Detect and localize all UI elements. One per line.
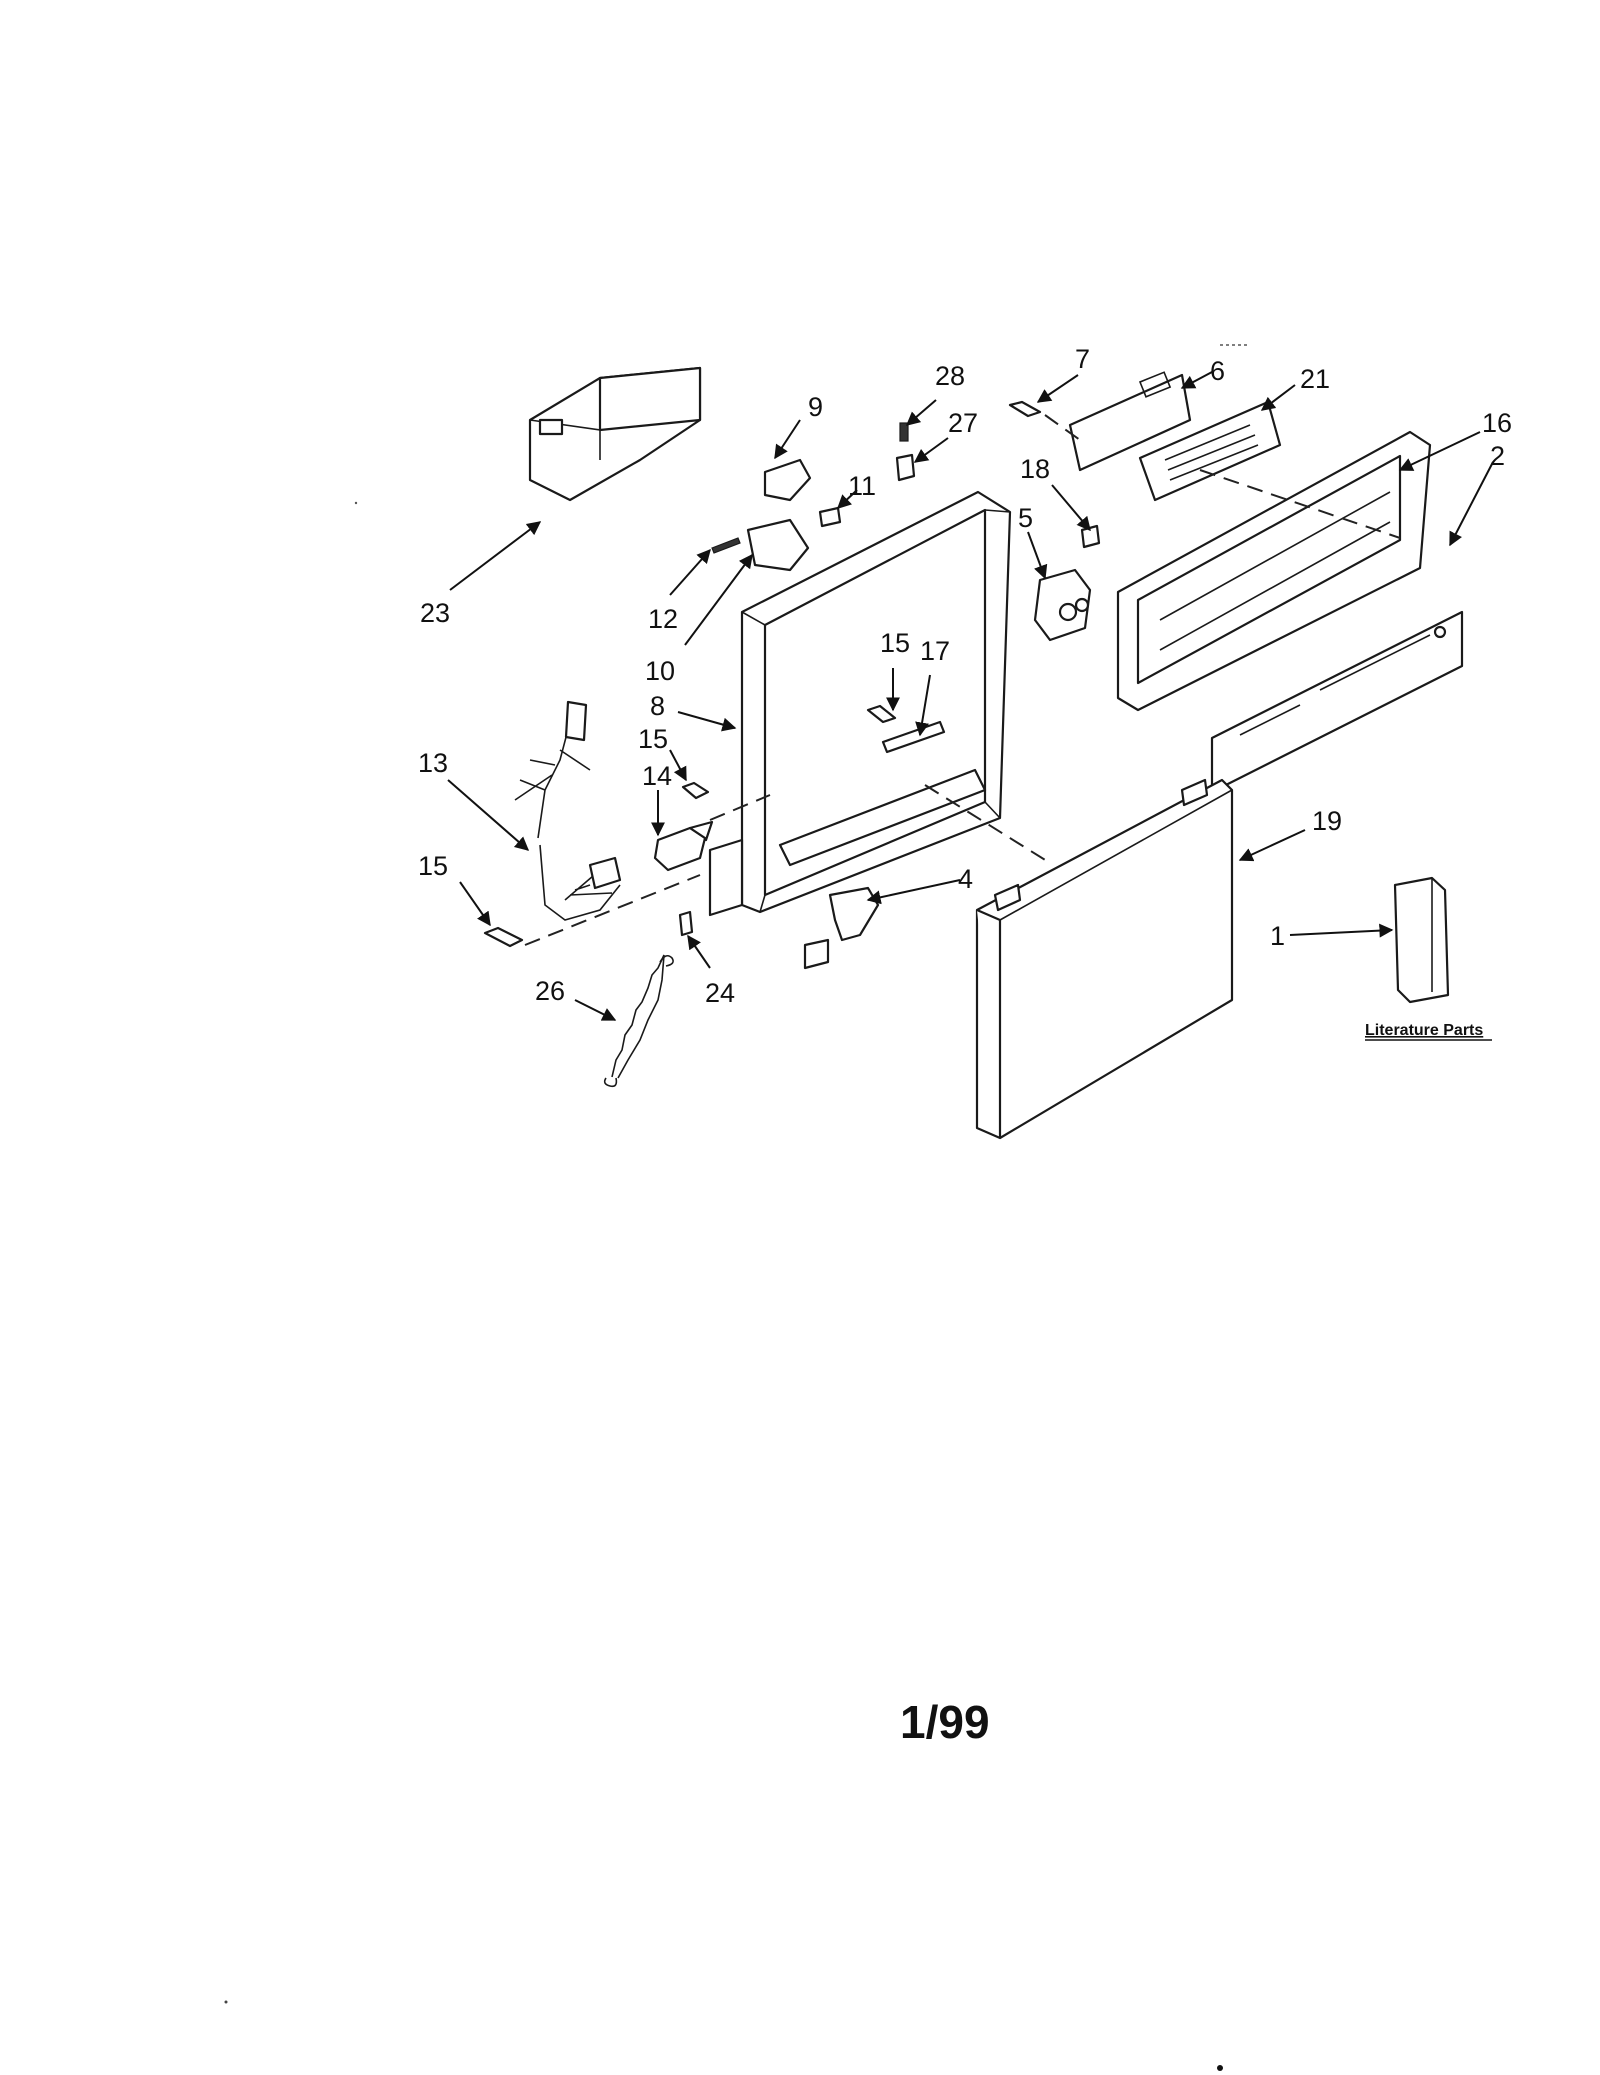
part-27-bracket (895, 453, 916, 482)
part-16-console-panel (1116, 430, 1432, 712)
part-28-spring (899, 422, 909, 442)
part-13-wire-harness (514, 700, 622, 921)
callout-18: 18 (1020, 454, 1050, 484)
part-7-screw (1008, 400, 1042, 418)
part-11-clip (818, 506, 842, 528)
alignment-lines (524, 414, 1401, 946)
part-4-hinge-bracket (803, 886, 880, 970)
callout-16: 16 (1482, 408, 1512, 438)
callout-9: 9 (808, 392, 823, 422)
part-23-cover (528, 366, 702, 502)
callout-labels: 23 9 11 12 10 28 27 7 6 21 16 2 18 5 15 … (418, 344, 1512, 1008)
callout-5: 5 (1018, 503, 1033, 533)
callout-14: 14 (642, 761, 672, 791)
callout-1: 1 (1270, 921, 1285, 951)
part-2-console-strip (1210, 610, 1464, 794)
callout-26: 26 (535, 976, 565, 1006)
part-12-rod (711, 537, 741, 554)
callout-15-mid: 15 (638, 724, 668, 754)
callout-7: 7 (1075, 344, 1090, 374)
part-10-latch-housing (746, 518, 810, 572)
part-9-latch (763, 458, 812, 502)
callout-4: 4 (958, 864, 973, 894)
part-24-clip (678, 910, 694, 937)
callout-10: 10 (645, 656, 675, 686)
callout-15-frame: 15 (880, 628, 910, 658)
part-6-control-board (1068, 371, 1192, 472)
part-21-keypad (1138, 400, 1282, 502)
part-15-screw-mid (681, 781, 710, 800)
callout-2: 2 (1490, 441, 1505, 471)
callout-23: 23 (420, 598, 450, 628)
part-14-connector (653, 820, 714, 872)
literature-parts-label: Literature Parts (1365, 1022, 1483, 1039)
callout-19: 19 (1312, 806, 1342, 836)
callout-27: 27 (948, 408, 978, 438)
callout-24: 24 (705, 978, 735, 1008)
callout-15-left: 15 (418, 851, 448, 881)
callout-21: 21 (1300, 364, 1330, 394)
callout-6: 6 (1210, 356, 1225, 386)
part-8-door-frame (708, 490, 1012, 917)
part-19-outer-door-panel (975, 778, 1234, 1140)
callout-8: 8 (650, 691, 665, 721)
part-1-literature (1393, 876, 1450, 1004)
part-5-switch (1033, 568, 1092, 642)
scan-specks (224, 344, 1250, 2071)
callout-28: 28 (935, 361, 965, 391)
callout-12: 12 (648, 604, 678, 634)
leader-lines (447, 371, 1494, 1021)
page-code: 1/99 (900, 1696, 990, 1748)
part-15-screw-frame (866, 704, 897, 724)
callout-13: 13 (418, 748, 448, 778)
callout-11: 11 (848, 471, 876, 501)
part-15-screw-left (483, 926, 524, 948)
part-18-clip (1080, 524, 1101, 549)
part-26-spring (603, 954, 674, 1088)
callout-17: 17 (920, 636, 950, 666)
